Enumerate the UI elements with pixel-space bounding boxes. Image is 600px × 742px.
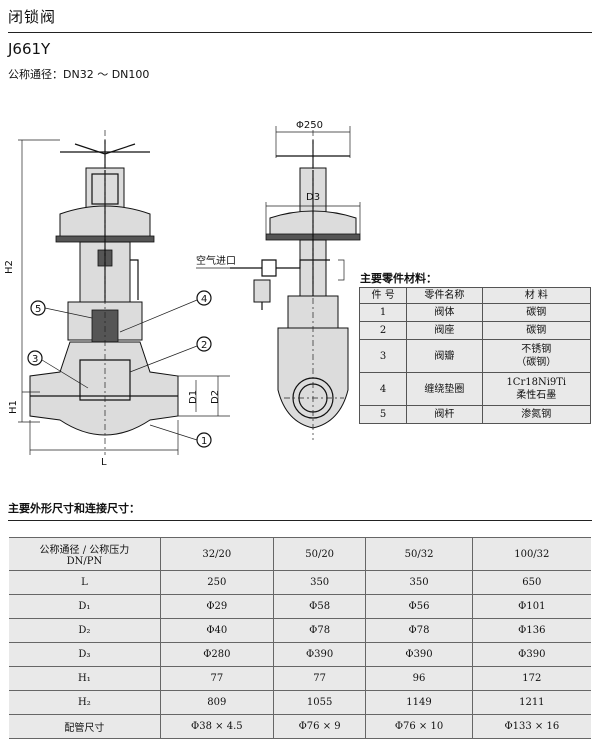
dims-cell: Φ78 [272, 618, 366, 643]
label-air-inlet: 空气进口 [196, 254, 236, 267]
part-no: 2 [358, 321, 408, 340]
dims-cell: 1149 [365, 690, 473, 715]
table-row: H₂ 809 1055 1149 1211 [9, 690, 591, 715]
parts-col-name: 零件名称 [406, 287, 483, 304]
dimensions-table: 公称通径 / 公称压力 DN/PN 32/20 50/20 50/32 100/… [9, 537, 591, 739]
dims-cell: Φ78 [365, 618, 473, 643]
part-material: 1Cr18Ni9Ti 柔性石墨 [481, 372, 592, 406]
table-row: L 250 350 350 650 [9, 570, 591, 595]
dims-header-label: 公称通径 / 公称压力 DN/PN [9, 537, 161, 571]
table-row: 1 阀体 碳钢 [358, 303, 592, 322]
dims-cell: Φ101 [471, 594, 591, 619]
callout-1: 1 [201, 436, 207, 447]
dims-cell: 809 [159, 690, 274, 715]
label-d1: D1 [188, 390, 199, 404]
part-no: 1 [358, 303, 408, 322]
dims-cell: 1211 [471, 690, 591, 715]
dims-cell: Φ58 [272, 594, 366, 619]
callout-5: 5 [35, 304, 41, 315]
dims-col: 100/32 [471, 537, 591, 571]
front-view: H2 H1 L D1 D2 5 4 2 3 1 [4, 130, 230, 468]
dims-row-label: H₂ [9, 690, 161, 715]
part-name: 缠绕垫圈 [406, 372, 483, 406]
dims-cell: Φ133 × 16 [471, 714, 591, 739]
part-no: 5 [358, 405, 408, 424]
dims-row-label: D₃ [9, 642, 161, 667]
table-row: D₂ Φ40 Φ78 Φ78 Φ136 [9, 618, 591, 643]
label-h1: H1 [8, 400, 19, 414]
dims-cell: Φ390 [471, 642, 591, 667]
dims-cell: 350 [365, 570, 473, 595]
dims-cell: 172 [471, 666, 591, 691]
size-range: 公称通径：DN32 ～ DN100 [8, 68, 150, 81]
page-title: 闭锁阀 [8, 8, 57, 26]
parts-header-row: 件 号 零件名称 材 料 [358, 287, 592, 304]
table-row: D₃ Φ280 Φ390 Φ390 Φ390 [9, 642, 591, 667]
title-divider [8, 32, 592, 33]
dims-cell: Φ280 [159, 642, 274, 667]
dims-row-label: 配管尺寸 [9, 714, 161, 739]
dims-cell: 1055 [272, 690, 366, 715]
table-row: 5 阀杆 渗氮钢 [358, 405, 592, 424]
parts-col-material: 材 料 [481, 287, 592, 304]
side-view: Φ250 D3 空气进口 [196, 120, 361, 440]
dims-cell: 77 [159, 666, 274, 691]
dims-cell: 250 [159, 570, 274, 595]
dims-row-label: D₂ [9, 618, 161, 643]
dims-cell: 77 [272, 666, 366, 691]
part-no: 4 [358, 372, 408, 406]
dims-row-label: L [9, 570, 161, 595]
table-row: D₁ Φ29 Φ58 Φ56 Φ101 [9, 594, 591, 619]
part-material: 不锈钢 （碳钢） [481, 339, 592, 373]
dims-col: 50/20 [272, 537, 366, 571]
dims-row-label: D₁ [9, 594, 161, 619]
part-material: 碳钢 [481, 321, 592, 340]
dims-cell: Φ390 [365, 642, 473, 667]
dimensions-divider [8, 520, 592, 521]
parts-table: 件 号 零件名称 材 料 1 阀体 碳钢 2 阀座 碳钢 3 阀瓣 不锈钢 （碳… [358, 287, 592, 424]
dims-cell: 650 [471, 570, 591, 595]
parts-heading: 主要零件材料： [360, 272, 437, 285]
part-name: 阀座 [406, 321, 483, 340]
callout-4: 4 [201, 294, 207, 305]
part-name: 阀杆 [406, 405, 483, 424]
dims-cell: 96 [365, 666, 473, 691]
label-handwheel: Φ250 [296, 120, 323, 131]
dims-header-row: 公称通径 / 公称压力 DN/PN 32/20 50/20 50/32 100/… [9, 537, 591, 571]
callout-2: 2 [201, 340, 207, 351]
dims-col: 32/20 [159, 537, 274, 571]
part-material: 渗氮钢 [481, 405, 592, 424]
dims-cell: Φ38 × 4.5 [159, 714, 274, 739]
dims-cell: Φ29 [159, 594, 274, 619]
dims-row-label: H₁ [9, 666, 161, 691]
label-h2: H2 [4, 260, 15, 274]
dims-cell: Φ56 [365, 594, 473, 619]
dimensions-heading: 主要外形尺寸和连接尺寸： [8, 502, 140, 515]
label-l: L [101, 457, 107, 468]
dims-cell: 350 [272, 570, 366, 595]
dims-cell: Φ76 × 9 [272, 714, 366, 739]
table-row: 3 阀瓣 不锈钢 （碳钢） [358, 339, 592, 373]
part-name: 阀体 [406, 303, 483, 322]
callout-3: 3 [32, 354, 38, 365]
parts-col-no: 件 号 [358, 287, 408, 304]
dims-cell: Φ390 [272, 642, 366, 667]
valve-drawing: H2 H1 L D1 D2 5 4 2 3 1 [4, 120, 361, 468]
dims-cell: Φ40 [159, 618, 274, 643]
dims-cell: Φ76 × 10 [365, 714, 473, 739]
part-name: 阀瓣 [406, 339, 483, 373]
part-no: 3 [358, 339, 408, 373]
table-row: 2 阀座 碳钢 [358, 321, 592, 340]
label-d2: D2 [210, 390, 221, 404]
table-row: 4 缠绕垫圈 1Cr18Ni9Ti 柔性石墨 [358, 372, 592, 406]
table-row: 配管尺寸 Φ38 × 4.5 Φ76 × 9 Φ76 × 10 Φ133 × 1… [9, 714, 591, 739]
part-material: 碳钢 [481, 303, 592, 322]
model-number: J661Y [8, 40, 51, 58]
dims-col: 50/32 [365, 537, 473, 571]
table-row: H₁ 77 77 96 172 [9, 666, 591, 691]
dims-cell: Φ136 [471, 618, 591, 643]
